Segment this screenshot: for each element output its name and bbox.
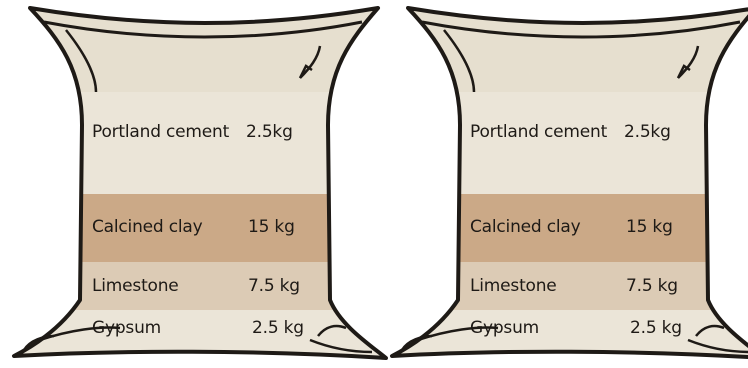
band-gypsum [378,310,748,368]
band-portland-cement [0,92,400,194]
ingredient-amount: 15 kg [248,217,295,237]
ingredient-amount: 7.5 kg [626,276,678,296]
ingredient-name: Calcined clay [470,217,580,237]
band-limestone [378,262,748,310]
ingredient-name: Gypsum [92,318,161,338]
ingredient-name: Gypsum [470,318,539,338]
ingredient-amount: 2.5 kg [252,318,304,338]
band-limestone [0,262,400,310]
ingredient-name: Portland cement [470,122,607,142]
band-portland-cement [378,92,748,194]
ingredient-amount: 15 kg [626,217,673,237]
ingredient-amount: 7.5 kg [248,276,300,296]
ingredient-name: Calcined clay [92,217,202,237]
ingredient-name: Portland cement [92,122,229,142]
ingredient-amount: 2.5kg [246,122,293,142]
sack-2-drawing [378,0,748,368]
ingredient-name: Limestone [470,276,557,296]
ingredient-name: Limestone [92,276,179,296]
sack-1-drawing [0,0,400,368]
cement-sack-2: Portland cement 2.5kg Calcined clay 15 k… [378,0,748,368]
cement-sack-1: Portland cement 2.5kg Calcined clay 15 k… [0,0,400,368]
ingredient-amount: 2.5kg [624,122,671,142]
ingredient-amount: 2.5 kg [630,318,682,338]
